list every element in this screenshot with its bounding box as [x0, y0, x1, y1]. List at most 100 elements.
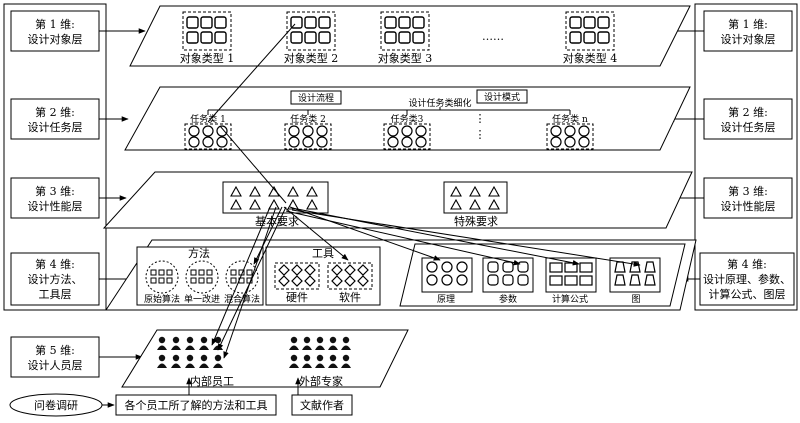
principle-box — [545, 257, 597, 293]
task-circle — [216, 125, 228, 137]
left-dim-5-line2: 设计人员层 — [28, 359, 83, 372]
tool-item-2: 软件 — [339, 290, 361, 304]
left-dim-1-line2: 设计对象层 — [28, 32, 83, 46]
internal-staff-icon — [157, 354, 167, 368]
person-body — [302, 363, 312, 368]
object-square — [384, 16, 397, 29]
person-body — [341, 345, 351, 350]
task-icon-4 — [546, 123, 594, 150]
method-dashed-circle — [145, 260, 179, 294]
basic-triangle — [249, 198, 261, 210]
method-cell — [206, 269, 213, 276]
person-body — [341, 363, 351, 368]
person-head — [186, 354, 194, 362]
external-expert-icon — [302, 354, 312, 368]
task-dashed-box — [184, 123, 232, 150]
principle-items — [421, 257, 661, 293]
object-type-label-2: 对象类型 2 — [284, 51, 339, 65]
person-head — [329, 354, 337, 362]
object-square — [214, 31, 227, 44]
left-dim-3-line2: 设计性能层 — [28, 199, 83, 213]
internal-staff-icon — [185, 336, 195, 350]
task-icon-3 — [383, 123, 431, 150]
external-expert-icon — [315, 336, 325, 350]
external-expert-label: 外部专家 — [299, 374, 343, 388]
tool-diamond — [357, 275, 369, 287]
left-frame — [3, 3, 107, 311]
method-title: 方法 — [188, 246, 210, 260]
internal-staff-icon — [199, 354, 209, 368]
object-square — [412, 31, 425, 44]
task-circle — [316, 125, 328, 137]
object-type-icon-1 — [182, 11, 232, 51]
literature-box — [291, 394, 353, 416]
special-triangle — [488, 198, 500, 210]
method-cell — [190, 277, 197, 284]
principle-rectangle — [549, 262, 563, 273]
special-triangle — [469, 198, 481, 210]
tool-icon-2 — [327, 262, 373, 290]
person-body — [289, 345, 299, 350]
principle-rounded-square — [502, 261, 514, 273]
task-circle — [288, 136, 300, 148]
principle-rectangle — [564, 262, 578, 273]
principle-rounded-square — [517, 274, 529, 286]
object-square — [304, 31, 317, 44]
literature-label: 文献作者 — [300, 398, 344, 412]
survey-result-label: 各个员工所了解的方法和工具 — [125, 398, 268, 412]
principle-circle — [441, 261, 453, 273]
principle-trapezoid — [629, 274, 641, 286]
task-circle — [188, 125, 200, 137]
method-cell — [230, 277, 237, 284]
left-dim-2-line2: 设计任务层 — [28, 121, 83, 134]
person-head — [214, 354, 222, 362]
person-head — [186, 336, 194, 344]
task-circle — [550, 136, 562, 148]
principle-item-1: 原理 — [437, 294, 455, 305]
method-cell — [198, 269, 205, 276]
task-circle — [188, 136, 200, 148]
object-square — [412, 16, 425, 29]
right-dim-3: 第 3 维: 设计性能层 — [703, 177, 793, 219]
principle-circle — [426, 261, 438, 273]
object-type-label-3: 对象类型 3 — [378, 51, 433, 65]
task-circle — [202, 136, 214, 148]
object-type-icon-3 — [380, 11, 430, 51]
external-expert-icon — [341, 336, 351, 350]
left-dim-4: 第 4 维: 设计方法、 工具层 — [10, 252, 100, 306]
basic-triangle — [268, 198, 280, 210]
method-item-1: 原始算法 — [144, 293, 180, 305]
connector-lines — [207, 23, 641, 359]
right-dim-4-line1: 第 4 维: — [727, 257, 767, 271]
task-label-3: 任务类3 — [391, 113, 424, 125]
external-expert-icon — [289, 336, 299, 350]
right-dim-4-line2: 设计原理、参数、 — [703, 272, 791, 286]
method-cell — [158, 277, 165, 284]
special-req-label: 特殊要求 — [454, 214, 498, 228]
principle-icon-2 — [482, 257, 534, 293]
survey-result-box — [115, 394, 277, 416]
method-cell — [150, 269, 157, 276]
internal-staff-label: 内部员工 — [190, 374, 234, 388]
object-square — [290, 31, 303, 44]
tool-items — [274, 262, 373, 290]
person-body — [315, 363, 325, 368]
principle-icon-1 — [421, 257, 473, 293]
principle-rounded-square — [502, 274, 514, 286]
person-head — [329, 336, 337, 344]
tool-diamond — [278, 264, 290, 276]
person-body — [171, 345, 181, 350]
person-body — [213, 363, 223, 368]
person-head — [303, 354, 311, 362]
layer-5-plane — [121, 329, 409, 388]
method-cell — [206, 277, 213, 284]
person-body — [199, 345, 209, 350]
left-dim-4-line1: 第 4 维: — [35, 257, 75, 271]
method-dashed-circle — [185, 260, 219, 294]
external-expert-icon — [341, 354, 351, 368]
principle-rectangle — [579, 275, 593, 286]
principle-rectangle — [579, 262, 593, 273]
tool-diamond — [291, 264, 303, 276]
